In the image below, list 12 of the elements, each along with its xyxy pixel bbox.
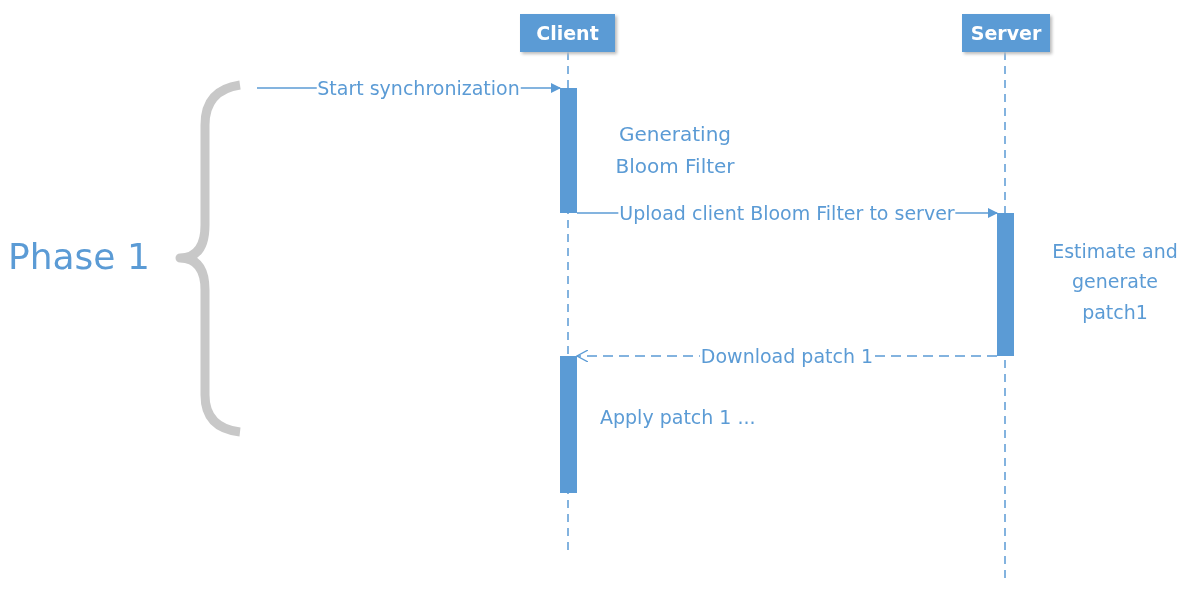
phase-label: Phase 1 xyxy=(8,235,151,279)
activation-bar xyxy=(560,88,577,213)
message-label: Start synchronization xyxy=(316,77,521,99)
participant-box: Server xyxy=(962,14,1050,52)
message-label: Download patch 1 xyxy=(699,345,875,367)
message-label: Upload client Bloom Filter to server xyxy=(618,202,956,224)
activation-bar xyxy=(560,356,577,493)
participant-box: Client xyxy=(520,14,615,52)
activation-bar xyxy=(997,213,1014,356)
note-text: Generating Bloom Filter xyxy=(614,121,736,180)
note-text: Apply patch 1 ... xyxy=(600,405,757,430)
note-text: Estimate and generate patch1 xyxy=(1051,239,1179,325)
